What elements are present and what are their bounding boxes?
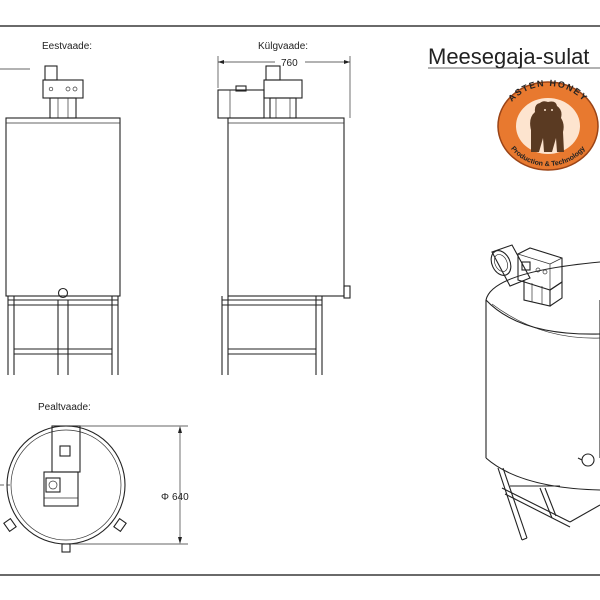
side-view: 760 — [217, 56, 351, 375]
front-view — [0, 65, 121, 375]
side-motor — [217, 89, 265, 119]
side-view-label: Külgvaade: — [258, 41, 308, 52]
top-leg-right — [113, 517, 127, 533]
isometric-view — [485, 244, 600, 541]
top-outlet — [61, 543, 71, 553]
asten-honey-logo: ASTEN HONEY Production & Technology — [497, 78, 599, 171]
side-gearbox — [263, 79, 303, 99]
diameter-symbol: Φ — [161, 492, 169, 503]
dimension-760-value: 760 — [281, 58, 298, 69]
side-stand — [221, 296, 323, 375]
iso-gearbox — [517, 247, 563, 307]
front-outlet-valve — [57, 287, 69, 299]
iso-outlet-valve — [581, 453, 595, 467]
top-leg-left — [3, 517, 17, 533]
front-tank-body — [5, 117, 121, 297]
front-motor-support — [49, 97, 77, 119]
top-view-label: Pealtvaade: — [38, 402, 91, 413]
top-gearbox — [43, 471, 79, 507]
front-view-label: Eestvaade: — [42, 41, 92, 52]
side-outlet — [343, 285, 351, 299]
bear-icon — [530, 101, 564, 152]
dimension-diameter-640: Φ 640 — [70, 425, 189, 545]
dimension-760: 760 — [217, 56, 351, 118]
iso-tank-top — [485, 261, 600, 301]
diameter-value: 640 — [172, 492, 189, 503]
top-view: Φ 640 — [0, 425, 189, 553]
iso-tank-bottom — [485, 457, 600, 491]
top-tank-circle — [6, 425, 126, 545]
front-stand — [7, 296, 119, 375]
top-motor — [51, 425, 81, 473]
drawing-title: Meesegaja-sulat — [428, 44, 589, 69]
iso-stand — [497, 467, 600, 541]
side-tank-body — [227, 117, 345, 297]
drawing-frame — [0, 25, 600, 576]
iso-motor — [490, 244, 531, 287]
